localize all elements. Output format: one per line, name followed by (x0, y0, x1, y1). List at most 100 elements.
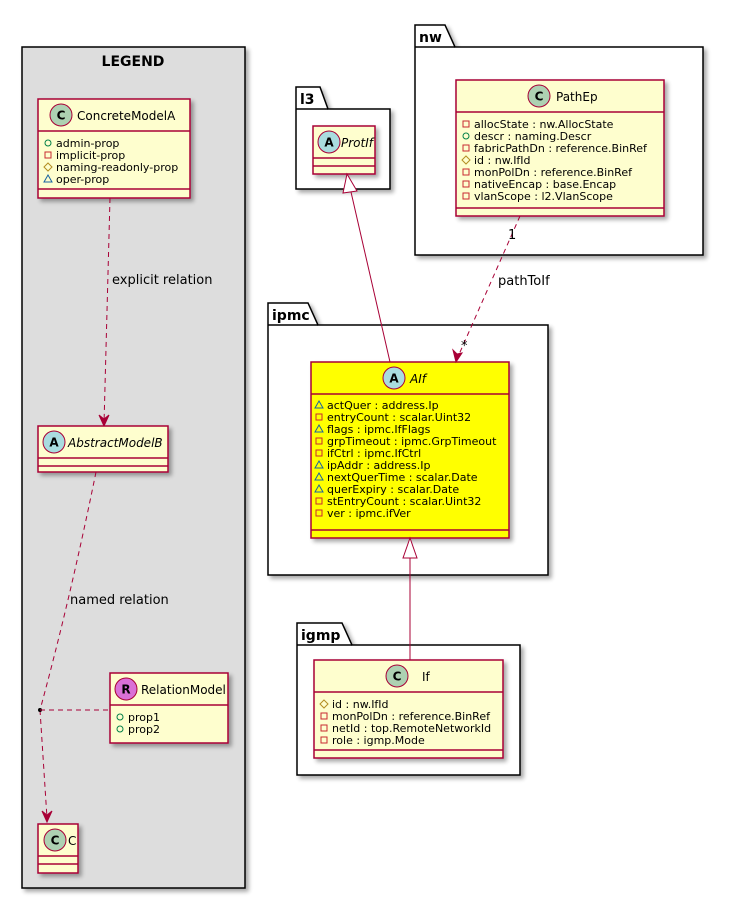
concrete-model-a-attrs: admin-propimplicit-propnaming-readonly-p… (43, 137, 178, 186)
aif-circle-icon: A (382, 366, 406, 390)
protected-visibility-icon (461, 155, 471, 165)
attribute-row: ver : ipmc.ifVer (327, 507, 411, 520)
attribute-row: prop2 (128, 723, 160, 736)
protif-name: ProtIf (341, 136, 375, 150)
attribute-row: allocState : nw.AllocState (474, 118, 614, 131)
private-visibility-icon (462, 180, 470, 188)
package-visibility-icon (314, 423, 324, 433)
pathep-circle-icon: C (527, 84, 551, 108)
attribute-row: monPolDn : reference.BinRef (332, 710, 491, 723)
attribute-row: vlanScope : l2.VlanScope (474, 190, 613, 203)
attribute-row: flags : ipmc.IfFlags (327, 423, 431, 436)
package-visibility-icon (314, 399, 324, 409)
svg-text:A: A (49, 436, 59, 450)
path-to-if-to-mult: * (461, 339, 468, 354)
package-nw-label: nw (419, 30, 442, 46)
class-circle-icon: C (49, 103, 73, 127)
private-visibility-icon (320, 712, 328, 720)
public-visibility-icon (116, 725, 124, 733)
pathep-name: PathEp (556, 90, 598, 104)
attribute-row: monPolDn : reference.BinRef (474, 166, 633, 179)
attribute-row: grpTimeout : ipmc.GrpTimeout (327, 435, 497, 448)
svg-text:A: A (324, 136, 334, 150)
private-visibility-icon (320, 724, 328, 732)
attribute-row: ipAddr : address.Ip (327, 459, 431, 472)
class-relation-model[interactable] (109, 672, 229, 744)
attribute-row: actQuer : address.Ip (327, 399, 439, 412)
relation-model-name: RelationModel (141, 683, 226, 697)
attribute-row: naming-readonly-prop (56, 161, 178, 174)
package-visibility-icon (314, 459, 324, 469)
package-ipmc-label: ipmc (272, 308, 310, 324)
protected-visibility-icon (319, 699, 329, 709)
private-visibility-icon (44, 151, 52, 159)
c-class-name: C (68, 834, 76, 848)
attribute-row: stEntryCount : scalar.Uint32 (327, 495, 481, 508)
svg-text:C: C (393, 670, 402, 684)
named-relation-label: named relation (70, 593, 169, 608)
attribute-row: fabricPathDn : reference.BinRef (474, 142, 648, 155)
package-visibility-icon (43, 173, 53, 183)
svg-text:C: C (57, 109, 66, 123)
svg-text:C: C (51, 834, 60, 848)
if-name: If (422, 670, 431, 684)
class-aif[interactable] (310, 361, 510, 539)
protif-circle-icon: A (317, 130, 341, 154)
generalization-if-aif (402, 536, 418, 660)
attribute-row: id : nw.IfId (474, 154, 531, 167)
private-visibility-icon (315, 449, 323, 457)
svg-text:C: C (535, 90, 544, 104)
public-visibility-icon (462, 132, 470, 140)
class-if[interactable] (313, 659, 504, 759)
legend-title: LEGEND (102, 54, 165, 70)
explicit-relation-label: explicit relation (112, 273, 212, 288)
attribute-row: ifCtrl : ipmc.IfCtrl (327, 447, 421, 460)
private-visibility-icon (315, 413, 323, 421)
package-visibility-icon (314, 483, 324, 493)
class-pathep[interactable] (455, 79, 665, 217)
relation-circle-icon: R (114, 677, 138, 701)
abstract-circle-icon: A (42, 430, 66, 454)
abstract-model-b-name: AbstractModelB (67, 436, 163, 450)
private-visibility-icon (462, 168, 470, 176)
attribute-row: querExpiry : scalar.Date (327, 483, 459, 496)
attribute-row: entryCount : scalar.Uint32 (327, 411, 471, 424)
private-visibility-icon (462, 144, 470, 152)
aif-name: AIf (409, 372, 428, 386)
protected-visibility-icon (43, 162, 53, 172)
attribute-row: admin-prop (56, 137, 119, 150)
private-visibility-icon (315, 509, 323, 517)
association-path-to-if (452, 215, 521, 364)
package-igmp-label: igmp (301, 628, 340, 644)
attribute-row: netId : top.RemoteNetworkId (332, 722, 491, 735)
attribute-row: role : igmp.Mode (332, 734, 425, 747)
private-visibility-icon (315, 497, 323, 505)
public-visibility-icon (116, 713, 124, 721)
package-l3-label: l3 (300, 92, 315, 108)
private-visibility-icon (320, 736, 328, 744)
c-circle-icon: C (43, 828, 67, 852)
svg-text:R: R (121, 683, 130, 697)
concrete-model-a-name: ConcreteModelA (77, 109, 176, 123)
private-visibility-icon (462, 120, 470, 128)
svg-text:A: A (389, 372, 399, 386)
private-visibility-icon (462, 192, 470, 200)
attribute-row: nextQuerTime : scalar.Date (327, 471, 478, 484)
attribute-row: oper-prop (56, 173, 109, 186)
attribute-row: id : nw.IfId (332, 698, 389, 711)
attribute-row: implicit-prop (56, 149, 125, 162)
attribute-row: prop1 (128, 711, 160, 724)
named-relation-line (38, 471, 110, 824)
path-to-if-from-mult: 1 (508, 228, 516, 243)
if-circle-icon: C (385, 664, 409, 688)
package-visibility-icon (314, 471, 324, 481)
explicit-relation-arrow (98, 197, 111, 428)
public-visibility-icon (44, 139, 52, 147)
private-visibility-icon (315, 437, 323, 445)
